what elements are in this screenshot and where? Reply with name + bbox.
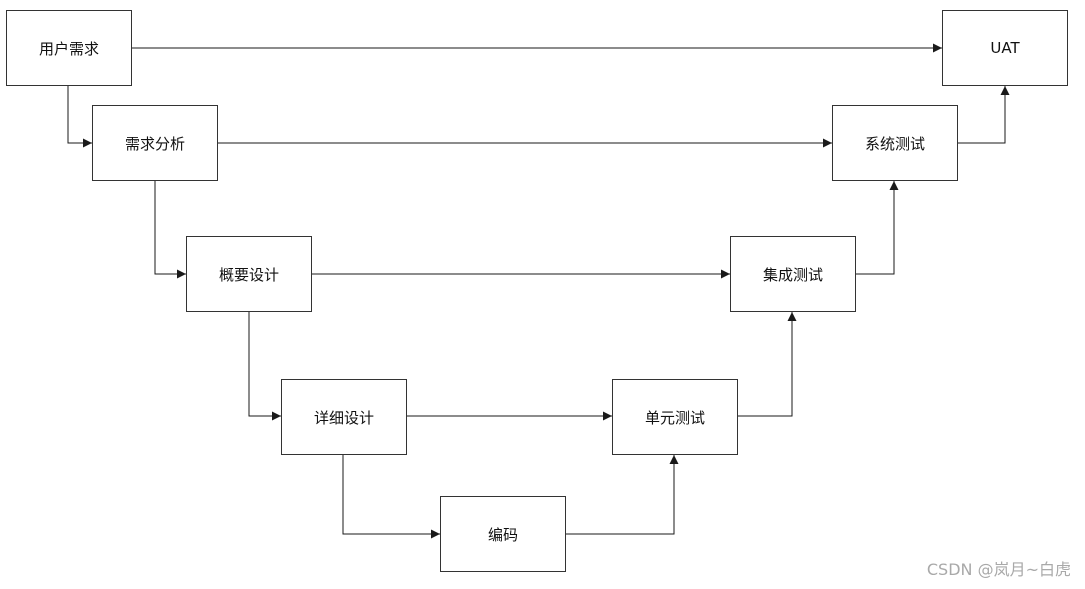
node-unit-test: 单元测试 [612, 379, 738, 455]
arrow-user-requirements-to-requirements-analysis [67, 86, 92, 148]
node-coding: 编码 [440, 496, 566, 572]
arrow-system-test-to-uat [958, 86, 1010, 144]
node-system-test: 系统测试 [832, 105, 958, 181]
node-requirements-analysis: 需求分析 [92, 105, 218, 181]
node-detailed-design: 详细设计 [281, 379, 407, 455]
arrow-detailed-design-to-coding [342, 455, 440, 539]
arrow-requirements-analysis-to-high-level-design [154, 181, 186, 279]
arrow-coding-to-unit-test [566, 455, 679, 535]
node-uat: UAT [942, 10, 1068, 86]
arrow-integration-test-to-system-test [856, 181, 899, 275]
node-user-requirements: 用户需求 [6, 10, 132, 86]
node-integration-test: 集成测试 [730, 236, 856, 312]
watermark-text: CSDN @岚月~白虎 [926, 560, 1071, 579]
node-high-level-design: 概要设计 [186, 236, 312, 312]
arrow-unit-test-to-integration-test [738, 312, 797, 417]
arrow-high-level-design-to-detailed-design [248, 312, 281, 421]
